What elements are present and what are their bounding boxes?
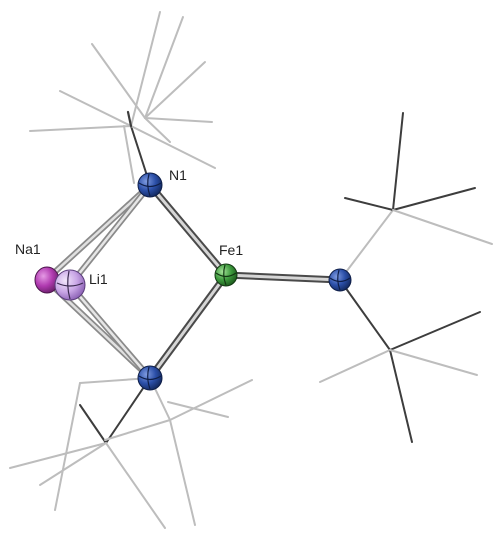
wire-bond xyxy=(105,442,166,529)
bond-li1-n1-highlight xyxy=(68,183,152,287)
wire-bond xyxy=(123,125,135,184)
wire-bond xyxy=(392,112,404,211)
label-n1: N1 xyxy=(169,167,187,183)
wire-bond xyxy=(130,11,161,127)
label-li1: Li1 xyxy=(89,271,108,287)
atom-li1 xyxy=(54,269,86,301)
wire-bond xyxy=(167,401,229,418)
wire-bond xyxy=(144,61,206,119)
wire-bond xyxy=(392,187,476,211)
label-fe1: Fe1 xyxy=(219,242,243,258)
wire-bond xyxy=(39,442,107,486)
wire-bond xyxy=(29,125,132,132)
wire-bond xyxy=(392,209,493,245)
wire-bond xyxy=(169,379,253,421)
atom-n1 xyxy=(137,172,163,198)
tbu-group-bottom xyxy=(9,377,253,529)
bond-na1-n1-highlight xyxy=(44,183,152,282)
label-na1: Na1 xyxy=(15,241,41,257)
atom-n2 xyxy=(137,365,163,391)
wire-bond xyxy=(169,419,196,526)
tbu-group-top xyxy=(29,11,216,186)
wire-bond xyxy=(344,197,394,211)
wire-bond xyxy=(91,43,146,119)
bond-n1-fe1-highlight xyxy=(148,183,228,277)
wire-bond xyxy=(389,311,481,351)
wire-bond xyxy=(79,404,107,444)
atom-fe1 xyxy=(214,263,238,287)
wire-bond xyxy=(105,377,151,444)
wire-bond xyxy=(389,349,413,443)
bond-fe1-n2-highlight xyxy=(148,273,228,380)
wire-bond xyxy=(339,279,391,351)
wire-bond xyxy=(104,419,171,441)
wire-bond xyxy=(126,110,133,128)
wire-bond xyxy=(59,90,132,127)
wire-bond xyxy=(389,349,478,376)
wire-bond xyxy=(144,16,184,119)
bond-fe1-n3-highlight xyxy=(224,273,342,282)
bond-li1-n2-highlight xyxy=(68,283,152,380)
core-bonds xyxy=(43,181,344,382)
wire-bond xyxy=(319,349,391,383)
wire-bond xyxy=(144,117,213,123)
wire-bond xyxy=(339,209,394,281)
wire-bond xyxy=(144,117,171,143)
wire-bond xyxy=(9,442,107,469)
atom-n3 xyxy=(328,268,352,292)
wire-bond xyxy=(54,382,81,511)
tbu-groups-right xyxy=(319,112,493,443)
wire-bond xyxy=(130,125,216,169)
